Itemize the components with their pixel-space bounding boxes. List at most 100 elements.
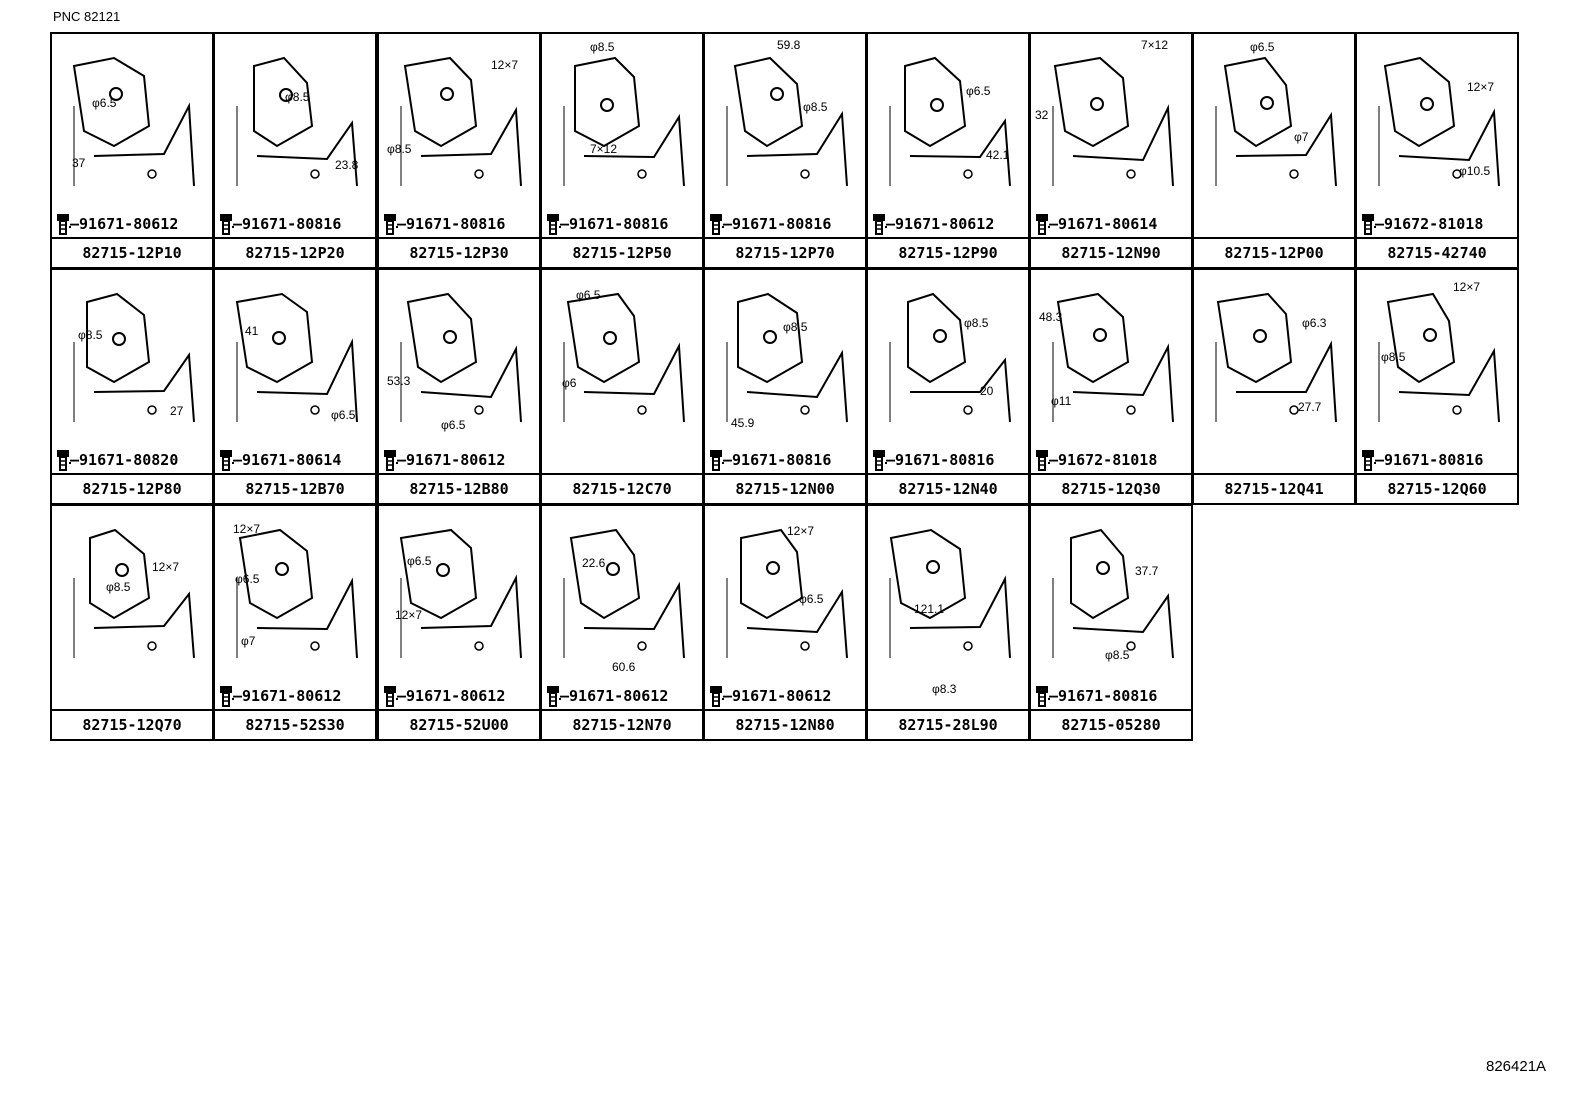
bracket-arm	[256, 120, 358, 187]
bracket-drawing	[1052, 292, 1174, 423]
part-number[interactable]: 82715-52U00	[379, 709, 539, 739]
bolt-part-number[interactable]: —91671-80612	[560, 687, 669, 705]
part-number[interactable]: 82715-12C70	[542, 473, 702, 503]
bolt-part-number[interactable]: —91671-80612	[886, 215, 995, 233]
bolt-part-number[interactable]: —91671-80612	[397, 687, 506, 705]
bolt-callout: —91671-80816	[218, 213, 341, 235]
bracket-arm	[93, 102, 195, 187]
part-number[interactable]: 82715-12P90	[868, 237, 1028, 267]
bracket-drawing	[73, 292, 195, 423]
part-number[interactable]: 82715-12N90	[1031, 237, 1191, 267]
bolt-part-number[interactable]: —91671-80612	[397, 451, 506, 469]
part-number[interactable]: 82715-12Q30	[1031, 473, 1191, 503]
bolt-part-number[interactable]: —91671-80612	[70, 215, 179, 233]
part-number[interactable]: 82715-12N70	[542, 709, 702, 739]
mount-hole	[1452, 169, 1462, 179]
mount-hole	[963, 169, 973, 179]
mount-hole	[115, 563, 129, 577]
part-number[interactable]: 82715-42740	[1357, 237, 1517, 267]
dimension-label: 20	[980, 384, 994, 398]
bracket-drawing	[726, 292, 848, 423]
part-number[interactable]: 82715-12P20	[215, 237, 375, 267]
bracket-drawing	[726, 528, 848, 659]
bolt-callout: —91671-80816	[871, 449, 994, 471]
bolt-icon	[547, 686, 561, 707]
dimension-label: φ7	[1294, 130, 1309, 144]
bolt-callout: —91671-80816	[545, 213, 668, 235]
part-number[interactable]: 82715-12P80	[52, 473, 212, 503]
bolt-part-number[interactable]: —91671-80820	[70, 451, 179, 469]
part-number[interactable]: 82715-12Q60	[1357, 473, 1517, 503]
mount-hole	[766, 561, 780, 575]
bolt-part-number[interactable]: —91671-80614	[1049, 215, 1158, 233]
part-number[interactable]: 82715-12P50	[542, 237, 702, 267]
bolt-part-number[interactable]: —91672-81018	[1049, 451, 1158, 469]
part-number[interactable]: 82715-12P10	[52, 237, 212, 267]
part-number[interactable]: 82715-12Q70	[52, 709, 212, 739]
part-number[interactable]: 82715-12P30	[379, 237, 539, 267]
bolt-part-number[interactable]: —91671-80614	[233, 451, 342, 469]
part-number[interactable]: 82715-12Q41	[1194, 473, 1354, 503]
bracket-outline	[89, 528, 151, 620]
mount-hole	[1126, 641, 1136, 651]
bolt-part-number[interactable]: —91671-80816	[1375, 451, 1484, 469]
bolt-icon	[1036, 686, 1050, 707]
part-number[interactable]: 82715-52S30	[215, 709, 375, 739]
bolt-part-number[interactable]: —91671-80816	[723, 451, 832, 469]
bolt-part-number[interactable]: —91671-80816	[397, 215, 506, 233]
part-number[interactable]: 82715-28L90	[868, 709, 1028, 739]
part-number[interactable]: 82715-12N40	[868, 473, 1028, 503]
mount-hole	[800, 169, 810, 179]
bolt-part-number[interactable]: —91671-80816	[233, 215, 342, 233]
mount-hole	[272, 331, 286, 345]
dimension-label: φ8.5	[783, 320, 808, 334]
bolt-part-number[interactable]: —91672-81018	[1375, 215, 1484, 233]
part-number[interactable]: 82715-12N00	[705, 473, 865, 503]
part-number[interactable]: 82715-12B70	[215, 473, 375, 503]
part-number[interactable]: 82715-12P70	[705, 237, 865, 267]
part-number[interactable]: 82715-05280	[1031, 709, 1191, 739]
bracket-drawing	[400, 292, 522, 423]
bolt-icon	[384, 450, 398, 471]
mount-hole	[1423, 328, 1437, 342]
bracket-drawing	[1052, 56, 1174, 187]
part-number[interactable]: 82715-12B80	[379, 473, 539, 503]
bracket-arm	[93, 352, 195, 423]
bolt-part-number[interactable]: —91671-80816	[560, 215, 669, 233]
bolt-part-number[interactable]: —91671-80612	[233, 687, 342, 705]
mount-hole	[112, 332, 126, 346]
bolt-part-number[interactable]: —91671-80816	[1049, 687, 1158, 705]
bolt-part-number[interactable]: —91671-80816	[886, 451, 995, 469]
bracket-arm	[1072, 593, 1174, 659]
part-number[interactable]: 82715-12P00	[1194, 237, 1354, 267]
bolt-part-number[interactable]: —91671-80816	[723, 215, 832, 233]
part-number[interactable]: 82715-12N80	[705, 709, 865, 739]
bolt-part-number[interactable]: —91671-80612	[723, 687, 832, 705]
bracket-outline	[569, 528, 641, 620]
